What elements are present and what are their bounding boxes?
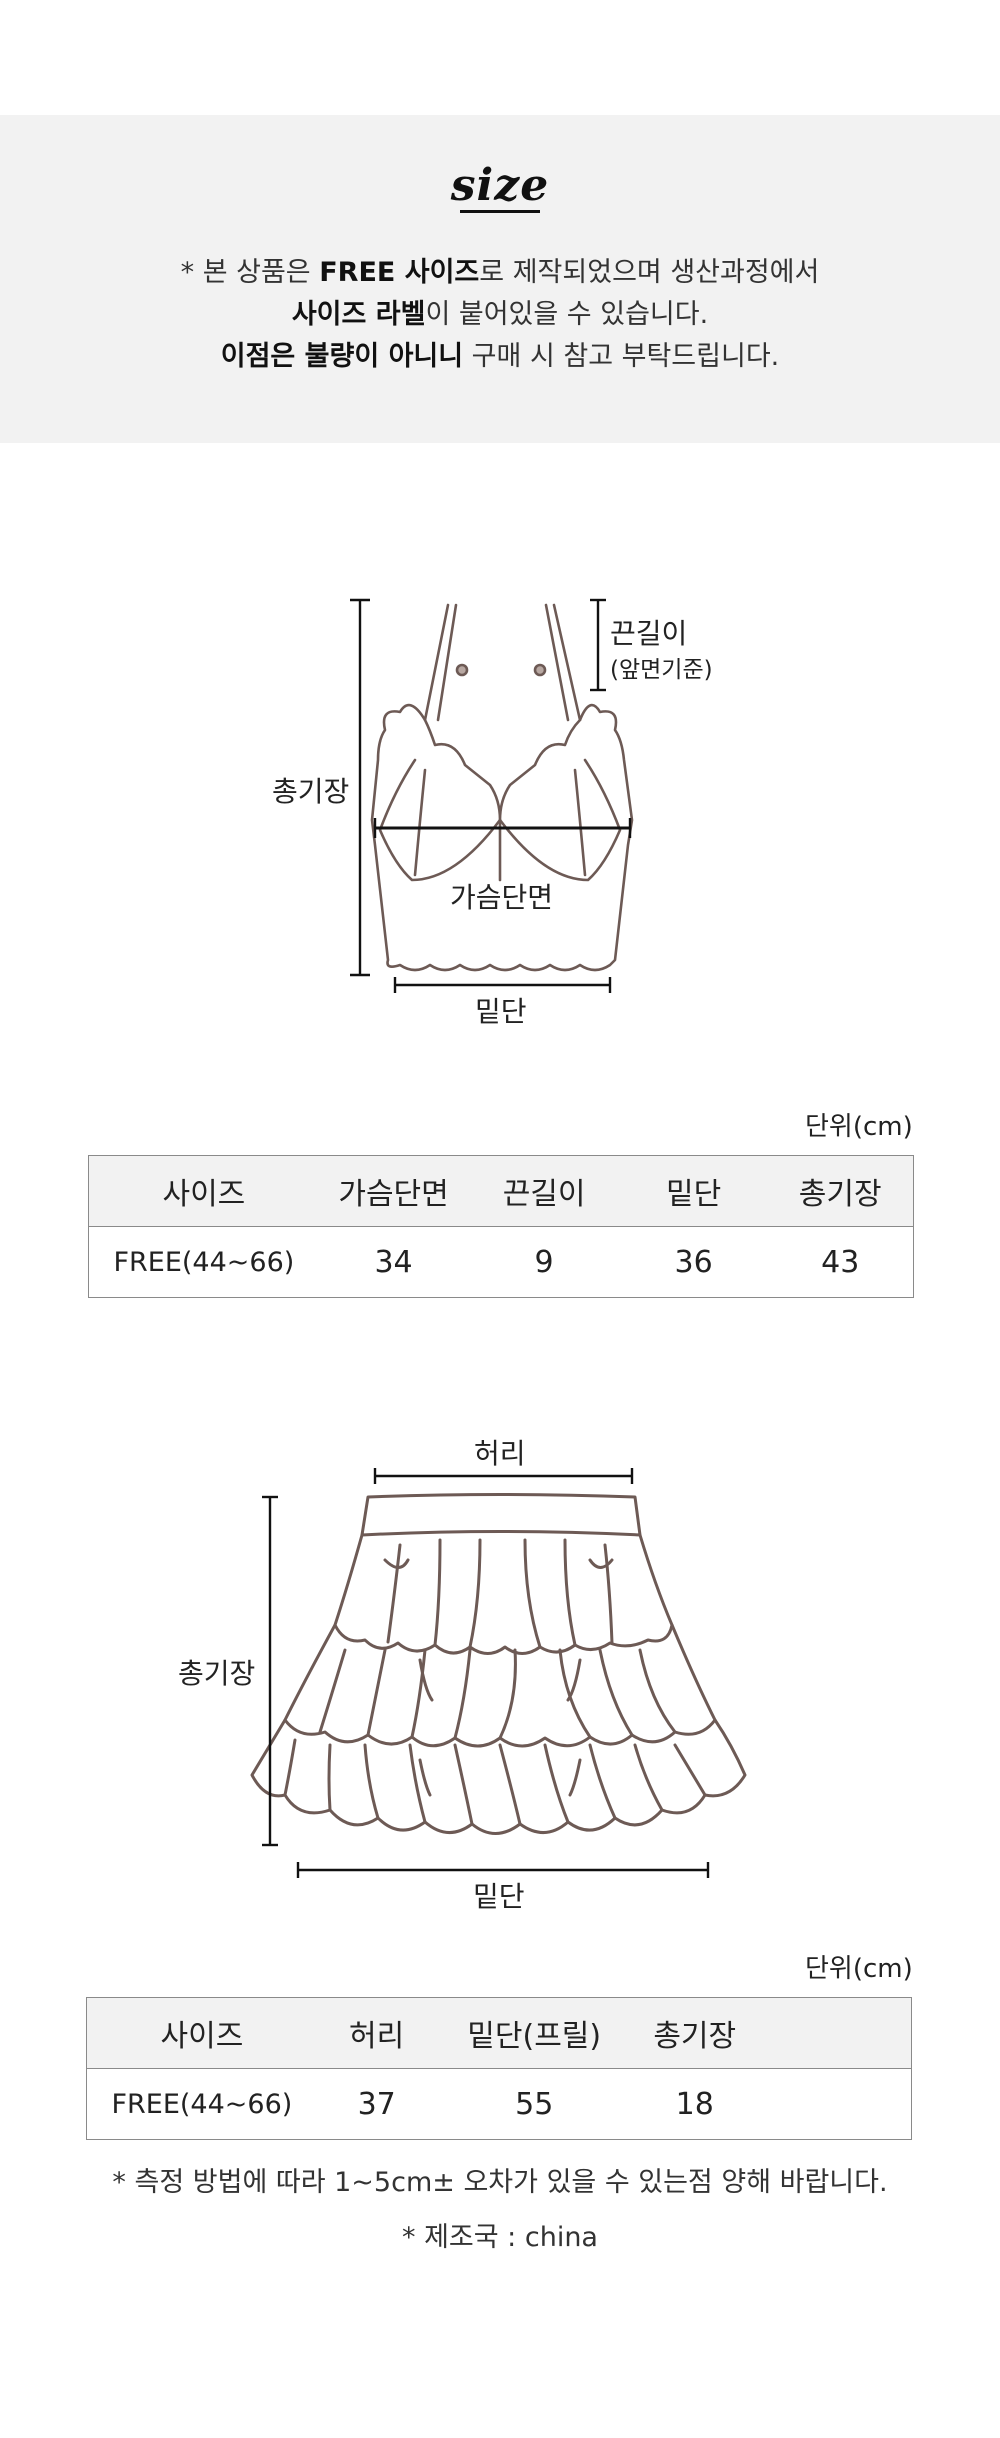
- table-cell: [757, 2068, 912, 2140]
- table-cell: 18: [631, 2068, 758, 2140]
- table-header-cell: [757, 1997, 912, 2069]
- skirt-table-unit: 단위(cm): [805, 1954, 913, 1984]
- table-cell: FREE(44~66): [88, 1226, 319, 1298]
- notice-line-2: 사이즈 라벨이 붙어있을 수 있습니다.: [291, 299, 709, 330]
- top-strap-label: 끈길이: [610, 617, 688, 650]
- top-length-label: 총기장: [272, 775, 350, 808]
- top-hem-label: 밑단: [475, 995, 527, 1028]
- table-header-cell: 사이즈: [88, 1155, 319, 1227]
- table-header-cell: 끈길이: [468, 1155, 620, 1227]
- measurement-note: * 측정 방법에 따라 1~5cm± 오차가 있을 수 있는점 양해 바랍니다.: [112, 2167, 888, 2198]
- skirt-waist-label: 허리: [474, 1437, 526, 1470]
- table-header-cell: 밑단: [619, 1155, 768, 1227]
- table-cell: FREE(44~66): [86, 2068, 317, 2140]
- skirt-length-label: 총기장: [178, 1657, 256, 1690]
- table-header-row: 사이즈 허리 밑단(프릴) 총기장: [86, 1997, 912, 2069]
- table-header-cell: 총기장: [767, 1155, 914, 1227]
- skirt-hem-label: 밑단: [473, 1880, 525, 1913]
- table-row: FREE(44~66) 34 9 36 43: [88, 1226, 914, 1298]
- table-header-cell: 밑단(프릴): [436, 1997, 632, 2069]
- origin-note: * 제조국 : china: [402, 2222, 598, 2253]
- notice-emphasis-size-label: 사이즈 라벨: [291, 299, 426, 330]
- top-chest-label: 가슴단면: [450, 881, 554, 914]
- size-title: size: [450, 160, 550, 211]
- notice-line-3: 이점은 불량이 아니니 구매 시 참고 부탁드립니다.: [220, 341, 780, 372]
- size-notice-panel: [0, 115, 1000, 443]
- table-header-row: 사이즈 가슴단면 끈길이 밑단 총기장: [88, 1155, 914, 1227]
- notice-emphasis-free-size: FREE 사이즈: [319, 257, 480, 288]
- table-cell: 9: [468, 1226, 620, 1298]
- top-strap-note: (앞면기준): [610, 657, 713, 683]
- notice-emphasis-not-defect: 이점은 불량이 아니니: [220, 341, 464, 372]
- table-cell: 55: [436, 2068, 632, 2140]
- table-cell: 34: [318, 1226, 469, 1298]
- table-cell: 36: [619, 1226, 768, 1298]
- table-header-cell: 허리: [316, 1997, 437, 2069]
- table-header-cell: 사이즈: [86, 1997, 317, 2069]
- top-size-table: 사이즈 가슴단면 끈길이 밑단 총기장 FREE(44~66) 34 9 36 …: [88, 1155, 914, 1298]
- table-header-cell: 가슴단면: [318, 1155, 469, 1227]
- skirt-size-table: 사이즈 허리 밑단(프릴) 총기장 FREE(44~66) 37 55 18: [86, 1997, 912, 2140]
- top-table-unit: 단위(cm): [805, 1112, 913, 1142]
- table-row: FREE(44~66) 37 55 18: [86, 2068, 912, 2140]
- size-title-underline: [460, 210, 540, 213]
- table-cell: 43: [767, 1226, 914, 1298]
- table-header-cell: 총기장: [631, 1997, 758, 2069]
- table-cell: 37: [316, 2068, 437, 2140]
- notice-line-1: * 본 상품은 FREE 사이즈로 제작되었으며 생산과정에서: [180, 257, 820, 288]
